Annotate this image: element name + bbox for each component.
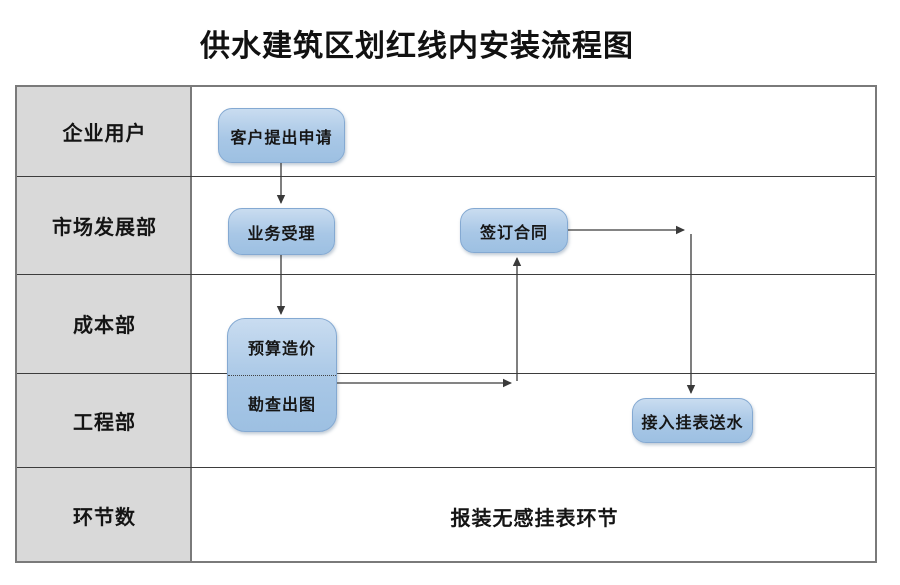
flow-node-customer-apply: 客户提出申请 <box>218 108 345 163</box>
flow-node-sign-contract: 签订合同 <box>460 208 568 253</box>
lane-label-enterprise-user: 企业用户 <box>62 123 147 145</box>
flow-node-business-accept: 业务受理 <box>228 208 335 255</box>
flow-node-connect-meter-water: 接入挂表送水 <box>632 398 753 443</box>
swimlane-table: 企业用户 市场发展部 成本部 工程部 环节数 报装无感挂表环节 <box>15 85 877 563</box>
flow-node-budget-survey: 预算造价 勘查出图 <box>227 318 337 432</box>
flow-node-budget-estimate: 预算造价 <box>247 340 316 358</box>
flow-node-survey-drawing: 勘查出图 <box>228 374 336 432</box>
lane-label-step-count: 环节数 <box>73 506 136 529</box>
lane-header-column <box>17 87 192 561</box>
lane-label-cost-dept: 成本部 <box>73 315 136 337</box>
lane-divider-2 <box>17 274 875 275</box>
lane-divider-4 <box>17 467 875 468</box>
lane-divider-3 <box>17 373 875 374</box>
lane-divider-1 <box>17 176 875 177</box>
footer-note: 报装无感挂表环节 <box>450 507 619 530</box>
lane-label-market-dev-dept: 市场发展部 <box>52 216 157 239</box>
page-title: 供水建筑区划红线内安装流程图 <box>200 30 634 63</box>
lane-label-engineering-dept: 工程部 <box>73 411 136 434</box>
